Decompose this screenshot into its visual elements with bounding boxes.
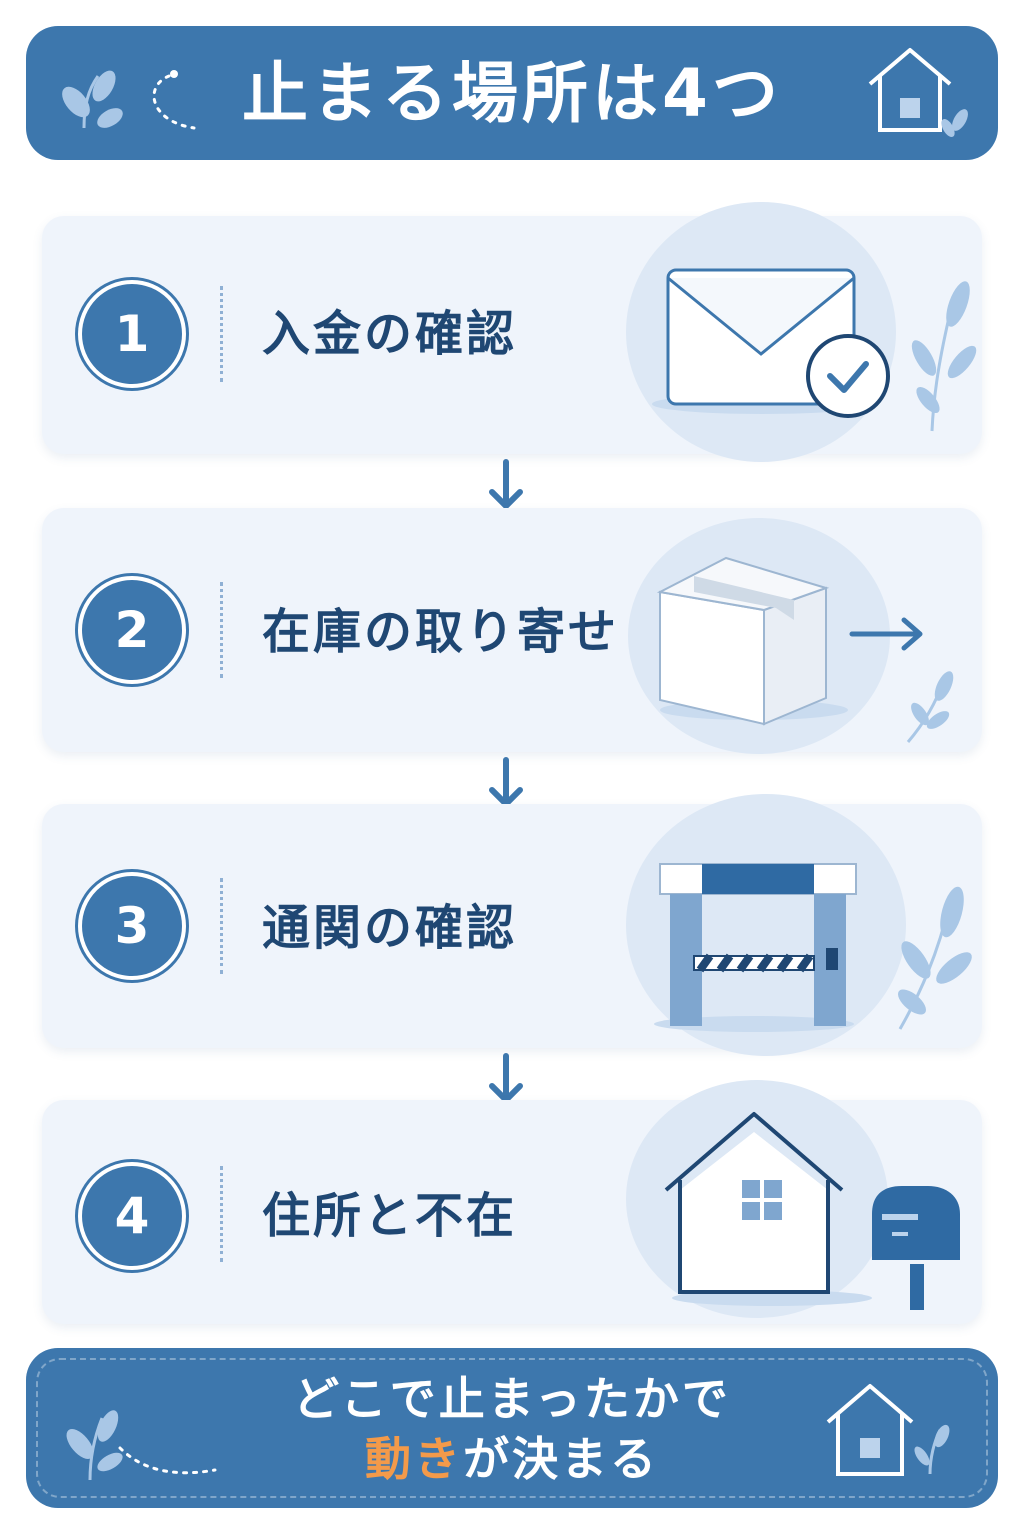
leaf-icon <box>66 1410 217 1481</box>
step-number-3: 3 <box>82 876 182 976</box>
footer-line-1: どこで止まったかで <box>293 1372 731 1426</box>
step-number-2: 2 <box>82 580 182 680</box>
house-mailbox-icon <box>664 1112 960 1310</box>
step-card-1: 1 入金の確認 <box>42 202 982 462</box>
house-icon <box>868 48 968 138</box>
step-number-4: 4 <box>82 1166 182 1266</box>
page-title: 止まる場所は4つ <box>242 55 782 132</box>
footer-banner: どこで止まったかで 動きが決まる <box>26 1348 998 1508</box>
leaf-icon <box>62 70 196 130</box>
step-label-3: 通関の確認 <box>262 900 518 956</box>
house-icon <box>826 1384 950 1476</box>
step-label-1: 入金の確認 <box>262 306 518 362</box>
step-card-2: 2 在庫の取り寄せ <box>42 508 982 754</box>
leaf-icon <box>897 886 972 1030</box>
footer-accent-text: 動き <box>365 1432 463 1486</box>
divider <box>220 582 223 678</box>
arrow-right-icon <box>849 617 923 651</box>
step-card-4: 4 住所と不在 <box>42 1080 982 1324</box>
step-card-3: 3 通関の確認 <box>42 794 982 1056</box>
step-label-2: 在庫の取り寄せ <box>262 604 620 660</box>
divider <box>220 286 223 382</box>
leaf-icon <box>906 671 954 743</box>
footer-line-2-rest: が決まる <box>463 1432 659 1486</box>
barrier-gate-icon <box>654 863 857 1032</box>
step-label-4: 住所と不在 <box>262 1188 518 1244</box>
divider <box>220 1166 223 1262</box>
step-number-1: 1 <box>82 284 182 384</box>
footer-line-2: 動きが決まる <box>26 1430 998 1488</box>
leaf-icon <box>911 281 977 432</box>
arrow-down-icon <box>489 459 523 509</box>
envelope-check-icon <box>652 268 890 418</box>
divider <box>220 878 223 974</box>
box-icon <box>656 556 848 726</box>
header-banner: 止まる場所は4つ <box>26 26 998 160</box>
